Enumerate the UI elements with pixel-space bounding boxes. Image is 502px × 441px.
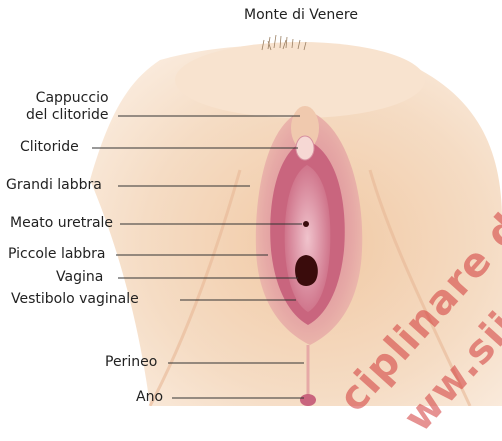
label-ano: Ano bbox=[136, 389, 163, 406]
urethral-opening bbox=[303, 221, 309, 227]
clitoris bbox=[296, 136, 314, 160]
label-vestibolo-vaginale: Vestibolo vaginale bbox=[11, 291, 139, 308]
anus bbox=[300, 394, 316, 406]
label-grandi-labbra: Grandi labbra bbox=[6, 177, 102, 194]
label-vagina: Vagina bbox=[56, 269, 103, 286]
mons-pubis bbox=[175, 42, 425, 118]
label-monte-di-venere: Monte di Venere bbox=[244, 7, 358, 24]
label-meato-uretrale: Meato uretrale bbox=[10, 215, 113, 232]
label-piccole-labbra: Piccole labbra bbox=[8, 246, 106, 263]
label-perineo: Perineo bbox=[105, 354, 157, 371]
vaginal-opening bbox=[295, 255, 318, 286]
label-cappuccio-del-clitoride: Cappuccio del clitoride bbox=[26, 90, 109, 124]
label-clitoride: Clitoride bbox=[20, 139, 79, 156]
